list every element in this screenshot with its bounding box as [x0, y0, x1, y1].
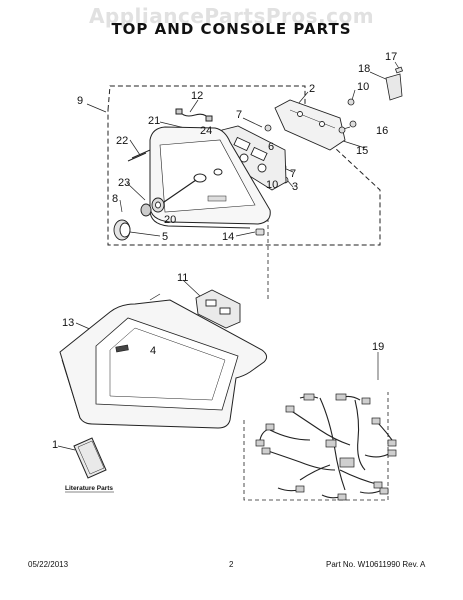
footer-page: 2: [229, 560, 234, 569]
page-title: TOP AND CONSOLE PARTS: [111, 20, 352, 38]
clip: [255, 228, 265, 236]
callout-12: 12: [191, 90, 203, 102]
callout-6: 6: [268, 141, 274, 153]
callout-24: 24: [200, 125, 212, 137]
callout-2: 2: [309, 83, 315, 95]
callout-14: 14: [222, 231, 234, 243]
top-panel: [59, 293, 268, 429]
callout-8: 8: [112, 193, 118, 205]
top-label: [115, 344, 129, 353]
callout-19: 19: [372, 341, 384, 353]
callout-16: 16: [376, 125, 388, 137]
watermark: AppliancePartsPros.com: [88, 4, 375, 28]
callout-13: 13: [62, 317, 74, 329]
callout-9: 9: [77, 95, 83, 107]
callout-18: 18: [358, 63, 370, 75]
callout-20: 20: [164, 214, 176, 226]
callout-15: 15: [356, 145, 368, 157]
callout-10a: 10: [357, 81, 369, 93]
harness-connectors: [255, 393, 397, 501]
console-group-outline: [107, 85, 381, 246]
footer-part-number: Part No. W10611990 Rev. A: [326, 560, 426, 569]
console-body: [149, 126, 271, 225]
callout-7a: 7: [236, 109, 242, 121]
callout-4: 4: [150, 345, 156, 357]
callout-17: 17: [385, 51, 397, 63]
callout-23: 23: [118, 177, 130, 189]
callout-3: 3: [292, 181, 298, 193]
callout-5: 5: [162, 231, 168, 243]
lid-lock: [195, 289, 241, 329]
callout-11: 11: [177, 272, 188, 284]
callout-7b: 7: [290, 168, 296, 180]
callout-1: 1: [52, 439, 58, 451]
footer-date: 05/22/2013: [28, 560, 69, 569]
wire-harness-small: [175, 108, 213, 122]
literature-booklet: [73, 437, 107, 479]
callout-21: 21: [148, 115, 160, 127]
console-rear-bracket: [274, 99, 346, 151]
bracket-and-screw: [385, 66, 404, 101]
callout-22: 22: [116, 135, 128, 147]
callout-10b: 10: [266, 179, 278, 191]
literature-label: Literature Parts: [65, 485, 113, 492]
knob-assembly: [113, 179, 197, 241]
control-board: [221, 125, 287, 191]
